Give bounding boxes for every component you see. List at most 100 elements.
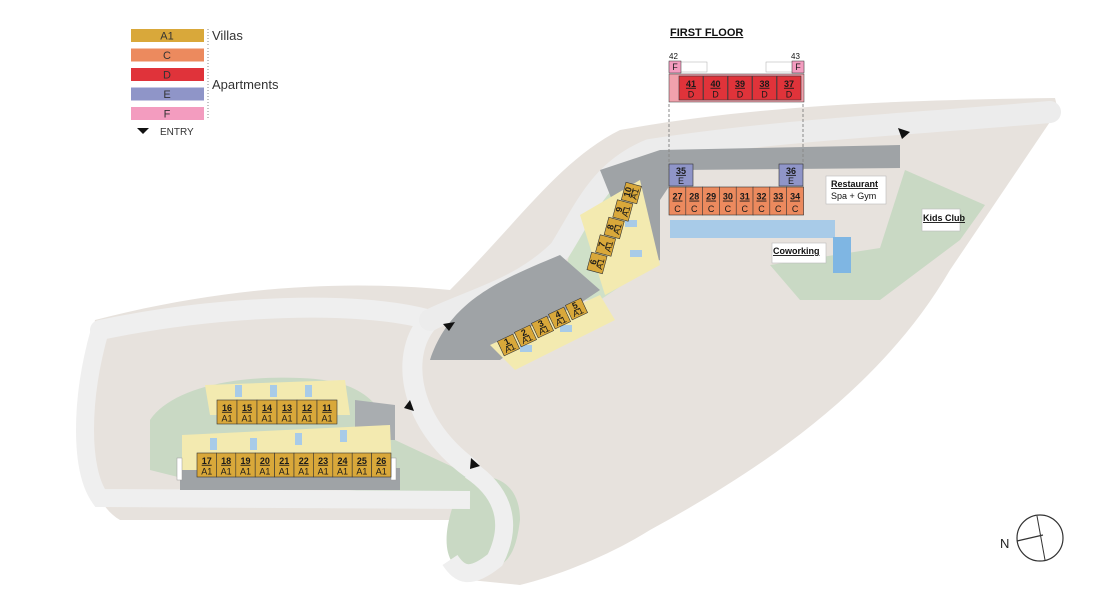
unit-34[interactable]: 34C xyxy=(786,186,804,216)
unit-27[interactable]: 27C xyxy=(668,186,687,216)
unit-31[interactable]: 31C xyxy=(735,186,754,216)
unit-4[interactable]: 4A1 xyxy=(548,306,571,330)
unit-8[interactable]: 8A1 xyxy=(603,216,625,240)
unit-37[interactable]: 37D xyxy=(776,75,802,101)
unit-35[interactable]: 35E xyxy=(668,163,694,187)
legend-swatch-label: F xyxy=(164,109,171,121)
unit-number: 6 xyxy=(588,258,599,265)
service-road xyxy=(442,462,513,583)
unit-number: 23 xyxy=(318,456,328,466)
compass-icon xyxy=(1016,514,1064,562)
unit-type: C xyxy=(775,204,782,214)
unit-number: 7 xyxy=(596,241,607,248)
unit-number: 40 xyxy=(710,79,720,89)
unit-block xyxy=(548,306,571,330)
unit-type: A1 xyxy=(620,205,633,218)
unit-type: A1 xyxy=(279,467,290,477)
unit-number: 10 xyxy=(622,186,634,198)
unit-41[interactable]: 41D xyxy=(678,75,704,101)
unit-2[interactable]: 2A1 xyxy=(514,324,537,348)
unit-block xyxy=(497,333,520,357)
unit-32[interactable]: 32C xyxy=(752,186,771,216)
unit-number: 3 xyxy=(537,318,546,329)
unit-30[interactable]: 30C xyxy=(719,186,737,216)
unit-type: A1 xyxy=(240,467,251,477)
unit-42[interactable] xyxy=(668,60,682,74)
unit-type: C xyxy=(725,204,732,214)
legend-apartments-label: Apartments xyxy=(212,77,279,92)
unit-type: A1 xyxy=(321,414,332,424)
unit-number: 26 xyxy=(376,456,386,466)
pool-middle-2 xyxy=(560,325,572,332)
unit-type: A1 xyxy=(318,467,329,477)
unit-type: A1 xyxy=(221,467,232,477)
coworking-label: Coworking xyxy=(773,246,820,256)
legend-swatch-label: E xyxy=(163,89,170,101)
unit-number: 2 xyxy=(520,327,529,338)
unit-type: C xyxy=(758,204,765,214)
unit-36[interactable]: 36E xyxy=(778,163,804,187)
unit-type: D xyxy=(737,90,744,100)
unit-33[interactable]: 33C xyxy=(769,186,788,216)
unit-1[interactable]: 1A1 xyxy=(497,333,520,357)
unit-28[interactable]: 28C xyxy=(685,186,704,216)
unit-5[interactable]: 5A1 xyxy=(565,297,588,321)
first-floor-title: FIRST FLOOR xyxy=(670,27,743,39)
west-loop-road xyxy=(76,327,471,509)
unit-type: D xyxy=(761,90,768,100)
pool-west-upper-3 xyxy=(305,385,312,397)
unit-block xyxy=(316,399,338,425)
legend-swatch-label: A1 xyxy=(160,31,173,43)
kids-club-box xyxy=(921,208,961,232)
unit-type: A1 xyxy=(301,414,312,424)
pool-west-lower-2 xyxy=(250,438,257,450)
unit-number: 12 xyxy=(302,403,312,413)
unit-40[interactable]: 40D xyxy=(703,75,728,101)
unit-type: D xyxy=(786,90,793,100)
unit-number: 20 xyxy=(260,456,270,466)
unit-number-label: 42 xyxy=(669,52,678,61)
unit-number: 1 xyxy=(503,336,512,347)
legend-swatch-e xyxy=(131,87,204,101)
unit-43[interactable] xyxy=(791,60,805,74)
unit-29[interactable]: 29C xyxy=(702,186,720,216)
unit-39[interactable]: 39D xyxy=(727,75,753,101)
unit-6[interactable]: 6A1 xyxy=(586,251,608,275)
unit-number: 18 xyxy=(221,456,231,466)
unit-3[interactable]: 3A1 xyxy=(531,315,554,339)
unit-number: 34 xyxy=(790,192,800,202)
unit-number: 13 xyxy=(282,403,292,413)
pool-middle-3 xyxy=(625,220,637,227)
unit-type: D xyxy=(712,90,719,100)
legend-villas-label: Villas xyxy=(212,28,243,43)
unit-type: A1 xyxy=(298,467,309,477)
unit-block xyxy=(678,75,704,101)
unit-block xyxy=(371,452,392,478)
pool-middle-4 xyxy=(630,250,642,257)
unit-block xyxy=(565,297,588,321)
unit-number: 8 xyxy=(605,223,616,230)
unit-7[interactable]: 7A1 xyxy=(595,234,617,257)
unit-9[interactable]: 9A1 xyxy=(612,199,634,222)
unit-38[interactable]: 38D xyxy=(752,75,777,101)
unit-number: 30 xyxy=(723,192,733,202)
pool-west-lower-1 xyxy=(210,438,217,450)
legend-swatch-label: C xyxy=(163,50,171,62)
